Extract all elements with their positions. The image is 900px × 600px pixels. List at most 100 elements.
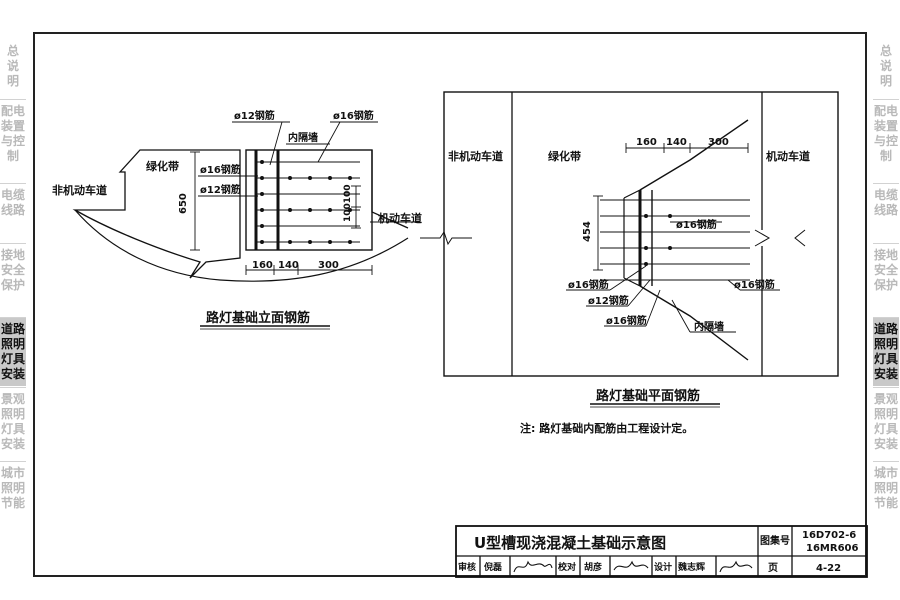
side-tab-divider	[873, 461, 899, 462]
elev-dim-300: 300	[318, 260, 339, 271]
elev-rebar16-top: ø16钢筋	[333, 109, 374, 122]
plan-rebar12: ø12钢筋	[588, 294, 629, 307]
side-tab-divider	[0, 461, 26, 462]
plan-dim-300: 300	[708, 137, 729, 148]
side-tab-label: 灯具	[0, 352, 25, 366]
elev-dim-650: 650	[178, 193, 189, 214]
side-tab-label: 电缆	[873, 188, 898, 202]
atlas-no-1: 16D702-6	[802, 530, 856, 541]
side-tab-label: 安装	[0, 437, 25, 451]
atlas-label: 图集号	[760, 534, 790, 547]
atlas-no-2: 16MR606	[806, 543, 858, 554]
side-tab-left-5[interactable]: 景观照明灯具安装	[0, 388, 26, 460]
side-tab-label: 保护	[873, 278, 898, 292]
side-tab-right-2[interactable]: 电缆线路	[873, 184, 899, 242]
side-tab-label: 景观	[873, 392, 898, 406]
side-tab-right-6[interactable]: 城市照明节能	[873, 462, 899, 520]
side-tab-left-6[interactable]: 城市照明节能	[0, 462, 26, 520]
plan-dim-454: 454	[582, 221, 593, 242]
elev-rebar12-top: ø12钢筋	[234, 109, 275, 122]
side-tab-right-1[interactable]: 配电装置与控制	[873, 100, 899, 182]
elev-dim-160: 160	[252, 260, 273, 271]
side-tab-label: 配电	[0, 104, 25, 118]
side-tab-label: 总	[879, 44, 892, 58]
side-tab-label: 灯具	[873, 352, 898, 366]
note-text: 注: 路灯基础内配筋由工程设计定。	[520, 421, 693, 435]
side-tab-label: 接地	[0, 248, 25, 262]
side-tab-right-5[interactable]: 景观照明灯具安装	[873, 388, 899, 460]
drawing-frame	[33, 32, 867, 577]
reviewer-name: 倪磊	[484, 561, 502, 573]
elevation-rebar-dots	[260, 160, 352, 244]
side-tab-right-3[interactable]: 接地安全保护	[873, 244, 899, 316]
signature-reviewer	[513, 560, 553, 573]
elev-nonmotor-lane: 非机动车道	[52, 183, 107, 197]
page-no: 4-22	[816, 563, 841, 574]
check-label: 校对	[558, 561, 576, 573]
side-tab-label: 照明	[0, 481, 25, 495]
side-tab-divider	[873, 317, 899, 318]
side-tab-left-4[interactable]: 道路照明灯具安装	[0, 318, 26, 386]
elevation-drawing	[72, 121, 420, 330]
side-tab-label: 照明	[873, 407, 898, 421]
side-tab-label: 总	[6, 44, 19, 58]
side-tab-label: 城市	[873, 466, 898, 480]
side-tab-label: 城市	[0, 466, 25, 480]
elev-inner-wall: 内隔墙	[288, 131, 318, 144]
side-tab-label: 说	[879, 59, 892, 73]
side-tab-right-0[interactable]: 总说明	[873, 40, 899, 98]
plan-inner-wall: 内隔墙	[694, 320, 724, 333]
side-tab-divider	[873, 243, 899, 244]
side-tab-label: 道路	[873, 322, 898, 336]
side-tab-label: 照明	[873, 337, 898, 351]
side-tab-label: 明	[879, 74, 892, 88]
title-block	[455, 525, 868, 578]
side-tab-label: 制	[6, 149, 19, 163]
checker-name: 胡彦	[584, 561, 602, 573]
side-tab-divider	[0, 387, 26, 388]
side-tab-label: 道路	[0, 322, 25, 336]
plan-rebar16-bottom: ø16钢筋	[606, 314, 647, 327]
side-tab-label: 保护	[0, 278, 25, 292]
side-tab-divider	[0, 99, 26, 100]
side-tab-label: 与控	[873, 134, 898, 148]
plan-nonmotor-lane: 非机动车道	[448, 149, 503, 163]
side-tab-label: 灯具	[0, 422, 25, 436]
signatures	[513, 560, 753, 573]
side-tab-label: 电缆	[0, 188, 25, 202]
side-tab-label: 安全	[873, 263, 898, 277]
break-symbol	[420, 230, 472, 246]
side-tab-divider	[873, 387, 899, 388]
plan-rebar16-far-right: ø16钢筋	[734, 278, 775, 291]
elev-green-belt: 绿化带	[146, 159, 179, 173]
side-tab-label: 节能	[873, 496, 898, 510]
side-tab-label: 照明	[873, 481, 898, 495]
side-tab-left-1[interactable]: 配电装置与控制	[0, 100, 26, 182]
plan-green-belt: 绿化带	[548, 149, 581, 163]
side-tab-divider	[873, 99, 899, 100]
side-tab-divider	[0, 243, 26, 244]
side-tab-label: 说	[6, 59, 19, 73]
elev-rebar16-side: ø16钢筋	[200, 163, 241, 176]
side-tab-left-0[interactable]: 总说明	[0, 40, 26, 98]
plan-foundation	[639, 119, 749, 361]
side-tab-divider	[0, 183, 26, 184]
side-tab-label: 配电	[873, 104, 898, 118]
side-tab-left-3[interactable]: 接地安全保护	[0, 244, 26, 316]
side-tab-label: 安装	[873, 437, 898, 451]
side-tab-right-4[interactable]: 道路照明灯具安装	[873, 318, 899, 386]
side-tab-divider	[0, 317, 26, 318]
designer-name: 魏志辉	[677, 561, 705, 573]
elevation-foundation	[245, 149, 373, 251]
side-tab-label: 景观	[0, 392, 25, 406]
elevation-title: 路灯基础立面钢筋	[206, 310, 310, 326]
plan-rebar16-left: ø16钢筋	[568, 278, 609, 291]
elev-dim-100100: 100100	[343, 184, 353, 222]
side-tab-label: 与控	[0, 134, 25, 148]
review-label: 审核	[458, 561, 476, 573]
side-tab-label: 接地	[873, 248, 898, 262]
side-tab-left-2[interactable]: 电缆线路	[0, 184, 26, 242]
side-tab-label: 装置	[873, 119, 898, 133]
side-tab-label: 灯具	[873, 422, 898, 436]
